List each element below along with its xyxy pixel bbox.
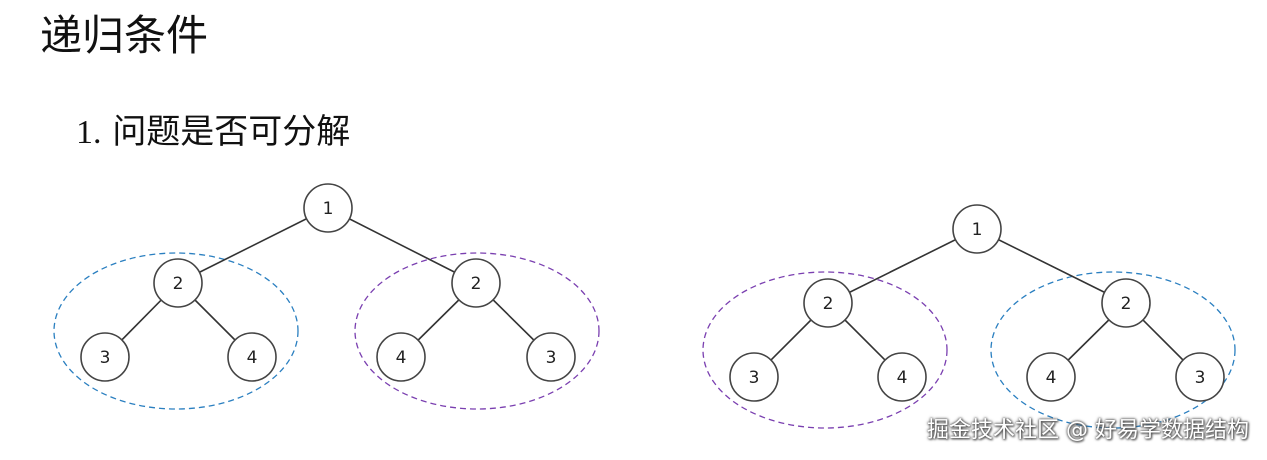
node-circle — [1026, 352, 1076, 402]
tree-edge — [327, 207, 477, 284]
section-number: 1. — [76, 114, 102, 151]
node-circle — [80, 332, 130, 382]
tree-node: 3 — [729, 352, 779, 402]
node-circle — [1175, 352, 1225, 402]
node-circle — [303, 183, 353, 233]
node-circle — [1101, 278, 1151, 328]
tree-node: 4 — [1026, 352, 1076, 402]
node-circle — [153, 258, 203, 308]
tree-edge — [976, 228, 1127, 304]
node-circle — [526, 332, 576, 382]
node-label: 1 — [972, 220, 983, 240]
node-label: 3 — [100, 348, 111, 368]
tree-node: 1 — [303, 183, 353, 233]
tree-edge — [177, 207, 329, 284]
tree-node: 4 — [877, 352, 927, 402]
section-heading: 1. 问题是否可分解 — [76, 108, 350, 157]
node-label: 4 — [396, 348, 407, 368]
right-subtree-group — [354, 252, 600, 410]
left-subtree-group — [702, 271, 948, 429]
node-label: 3 — [749, 368, 760, 388]
tree-node: 4 — [227, 332, 277, 382]
node-circle — [376, 332, 426, 382]
tree-node: 2 — [803, 278, 853, 328]
page-title: 递归条件 — [40, 11, 209, 60]
section-text: 问题是否可分解 — [112, 112, 351, 152]
node-label: 4 — [1046, 368, 1057, 388]
node-label: 3 — [546, 348, 557, 368]
node-label: 3 — [1195, 368, 1206, 388]
node-label: 2 — [173, 274, 184, 294]
tree-node: 3 — [80, 332, 130, 382]
node-label: 2 — [471, 274, 482, 294]
node-label: 1 — [323, 199, 334, 219]
tree-node: 3 — [526, 332, 576, 382]
node-circle — [952, 204, 1002, 254]
tree-2: 1 2 2 3 4 4 3 — [702, 204, 1236, 429]
tree-node: 2 — [153, 258, 203, 308]
node-circle — [227, 332, 277, 382]
watermark: 掘金技术社区 @ 好易学数据结构 — [927, 418, 1249, 443]
node-circle — [803, 278, 853, 328]
tree-edge — [827, 228, 978, 304]
tree-node: 2 — [451, 258, 501, 308]
node-label: 4 — [897, 368, 908, 388]
node-label: 2 — [823, 294, 834, 314]
node-circle — [451, 258, 501, 308]
node-label: 2 — [1121, 294, 1132, 314]
tree-1: 1 2 2 3 4 4 3 — [53, 183, 600, 410]
tree-node: 3 — [1175, 352, 1225, 402]
right-subtree-group — [990, 271, 1236, 429]
node-circle — [877, 352, 927, 402]
tree-node: 1 — [952, 204, 1002, 254]
tree-node: 2 — [1101, 278, 1151, 328]
left-subtree-group — [53, 252, 299, 410]
node-circle — [729, 352, 779, 402]
node-label: 4 — [247, 348, 258, 368]
tree-node: 4 — [376, 332, 426, 382]
